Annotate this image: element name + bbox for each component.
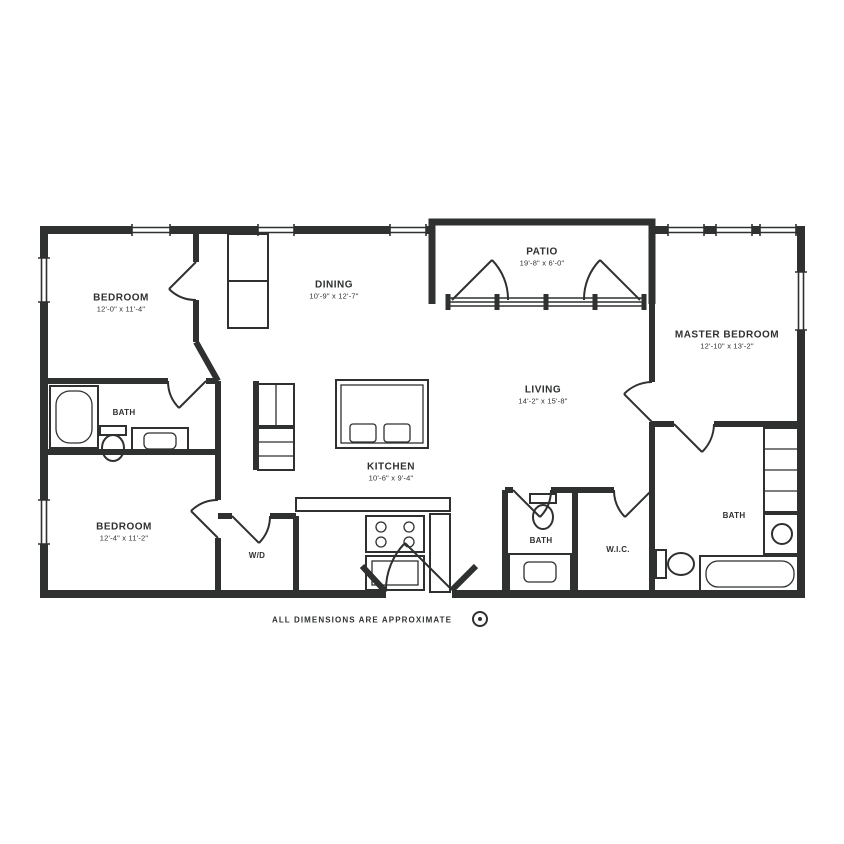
stove-icon (365, 515, 425, 553)
bathtub-icon (49, 385, 99, 449)
room-label-bedroom-1: BEDROOM 12'-0" x 11'-4" (93, 292, 149, 315)
room-name: BATH (529, 535, 553, 545)
room-name: MASTER BEDROOM (674, 329, 780, 341)
room-dimensions: 10'-6" x 9'-4" (368, 473, 414, 483)
sink-icon (763, 513, 802, 555)
patio-walls (428, 218, 656, 304)
room-name: PATIO (526, 246, 558, 258)
kitchen-counter-icon (295, 497, 451, 512)
room-name: LIVING (524, 384, 562, 396)
room-name: BATH (112, 407, 136, 417)
room-name: W/D (248, 550, 266, 560)
room-label-bath-2: BATH (530, 536, 553, 546)
room-label-bedroom-2: BEDROOM 12'-4" x 11'-2" (96, 521, 152, 544)
room-label-master-bath: BATH (723, 511, 746, 521)
room-label-walk-in-closet: W.I.C. (606, 545, 630, 555)
room-name: W.I.C. (606, 544, 630, 554)
door-swings (166, 261, 715, 591)
cabinet-icon (429, 513, 451, 593)
room-label-bath-1: BATH (113, 408, 136, 418)
room-label-kitchen: KITCHEN 10'-6" x 9'-4" (367, 461, 415, 484)
compass-icon (472, 611, 488, 627)
room-dimensions: 14'-2" x 15'-8" (518, 396, 568, 406)
room-name: BEDROOM (96, 521, 152, 533)
pantry-icon (257, 427, 295, 471)
toilet-icon (655, 549, 695, 579)
room-label-patio: PATIO 19'-8" x 6'-0" (520, 246, 565, 269)
toilet-icon (99, 425, 127, 462)
room-dimensions: 12'-4" x 11'-2" (99, 533, 149, 543)
room-label-master-bedroom: MASTER BEDROOM 12'-10" x 13'-2" (675, 329, 779, 352)
kitchen-island-icon (335, 379, 429, 449)
room-name: KITCHEN (367, 461, 415, 473)
room-name: BATH (722, 510, 746, 520)
patio-railing (445, 294, 647, 310)
room-name: BEDROOM (93, 292, 149, 304)
fridge-icon (257, 383, 295, 427)
dishwasher-icon (365, 555, 425, 591)
room-label-laundry: W/D (249, 551, 265, 561)
room-label-dining: DINING 10'-9" x 12'-7" (309, 279, 358, 302)
room-name: DINING (314, 279, 353, 291)
room-dimensions: 12'-0" x 11'-4" (96, 304, 146, 314)
dimensions-disclaimer: ALL DIMENSIONS ARE APPROXIMATE (271, 615, 453, 625)
toilet-icon (529, 493, 557, 530)
room-label-living: LIVING 14'-2" x 15'-8" (518, 384, 567, 407)
sink-icon (508, 553, 572, 592)
room-dimensions: 10'-9" x 12'-7" (309, 291, 359, 301)
sink-icon (131, 427, 189, 453)
room-dimensions: 12'-10" x 13'-2" (700, 341, 754, 351)
patio-door-swings (451, 259, 641, 301)
room-dimensions: 19'-8" x 6'-0" (519, 258, 565, 268)
closet-icon (227, 233, 269, 329)
linen-shelves-icon (763, 427, 799, 513)
bathtub-icon (699, 555, 801, 593)
